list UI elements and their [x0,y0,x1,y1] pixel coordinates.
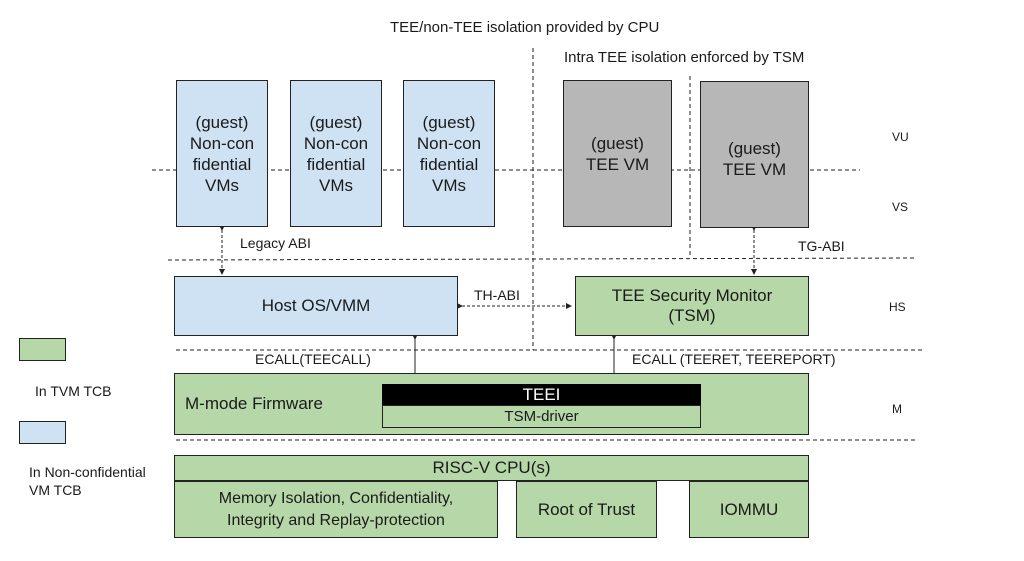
vm-label-line: (guest) [422,112,476,132]
ecall-teecall-label: ECALL(TEECALL) [255,351,371,367]
tsm-isolation-title: Intra TEE isolation enforced by TSM [564,49,805,66]
teei-label: TEEI [522,384,561,404]
cpu-isolation-title: TEE/non-TEE isolation provided by CPU [390,19,660,36]
tee-vm-label-line: (guest) [591,133,644,153]
memory-isolation-line: Memory Isolation, Confidentiality, [218,489,454,507]
legend-line: VM TCB [29,482,82,498]
vm-label-line: VMs [318,175,353,195]
legacy-abi-label: Legacy ABI [240,235,311,251]
tsm-box: TEE Security Monitor(TSM) [575,276,809,336]
tsm-label-line: TEE Security Monitor [611,286,773,305]
vm-label-line: Non-con [189,133,255,153]
iommu-label: IOMMU [719,499,779,519]
vs-hs-divider [167,257,916,261]
host-os-vmm-box: Host OS/VMM [174,276,458,336]
risc-v-cpu-box: RISC-V CPU(s) [174,455,809,481]
tee-vm-label-line: TEE VM [722,159,787,179]
legend-non-confidential-label: In Non-confidential VM TCB [29,463,146,499]
tsm-label-line: (TSM) [668,306,716,325]
cpu-label: RISC-V CPU(s) [432,458,551,477]
memory-isolation-line: Integrity and Replay-protection [227,511,445,529]
level-m-label: M [892,402,902,416]
level-vu-label: VU [892,130,909,144]
legend-non-confidential-swatch [19,421,66,444]
legend-tvm-swatch [19,338,66,361]
vm-label-line: Non-con [416,133,482,153]
th-abi-label: TH-ABI [474,287,520,303]
teei-bar: TEEI [382,384,701,405]
root-of-trust-box: Root of Trust [516,481,657,538]
vm-label-line: Non-con [303,133,369,153]
vm-label-line: (guest) [309,112,363,132]
vm-label-line: fidential [192,154,252,174]
iommu-box: IOMMU [689,481,809,538]
legend-line: In Non-confidential [29,464,146,480]
tg-abi-label: TG-ABI [798,238,845,254]
level-hs-label: HS [889,300,906,314]
vm-label-line: fidential [306,154,366,174]
vm-label-line: fidential [419,154,479,174]
tee-vm-label-line: TEE VM [585,154,650,174]
tee-vm-1: (guest)TEE VM [563,80,672,227]
vm-label-line: (guest) [195,112,249,132]
host-os-label: Host OS/VMM [261,296,371,315]
m-mode-firmware-label: M-mode Firmware [185,394,323,413]
legend-tvm-label: In TVM TCB [35,383,112,399]
vm-label-line: VMs [431,175,466,195]
tsm-driver-box: TSM-driver [382,405,701,428]
tsm-driver-label: TSM-driver [504,408,579,425]
tee-vm-label-line: (guest) [728,138,781,158]
level-vs-label: VS [892,200,909,214]
root-of-trust-label: Root of Trust [537,499,636,519]
vm-label-line: VMs [204,175,239,195]
tee-vm-2: (guest)TEE VM [700,81,809,228]
ecall-teeret-label: ECALL (TEERET, TEEREPORT) [632,351,836,367]
memory-isolation-box: Memory Isolation, Confidentiality, Integr… [174,481,498,538]
